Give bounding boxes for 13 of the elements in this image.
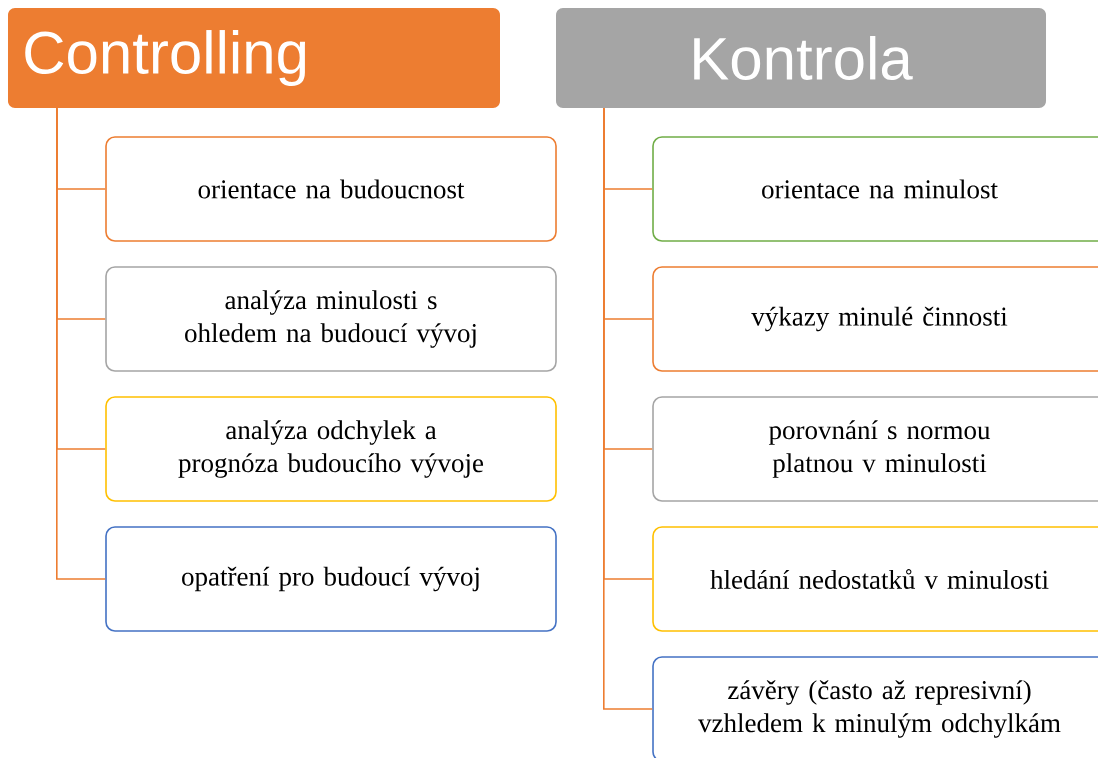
text-box: opatření pro budoucí vývoj: [105, 526, 557, 632]
text-box: závěry (často až represivní) vzhledem k minulým odchylkám: [652, 656, 1098, 758]
text-box: výkazy minulé činnosti: [652, 266, 1098, 372]
header-box: Controlling: [8, 8, 500, 108]
text-box: hledání nedostatků v minulosti: [652, 526, 1098, 632]
header-box: Kontrola: [556, 8, 1046, 108]
text-box: analýza odchylek a prognóza budoucího vývoje: [105, 396, 557, 502]
text-box: analýza minulosti s ohledem na budoucí vývoj: [105, 266, 557, 372]
connector-line: [56, 107, 106, 580]
text-box: orientace na budoucnost: [105, 136, 557, 242]
connector-line: [603, 107, 653, 710]
text-box: porovnání s normou platnou v minulosti: [652, 396, 1098, 502]
text-box: orientace na minulost: [652, 136, 1098, 242]
